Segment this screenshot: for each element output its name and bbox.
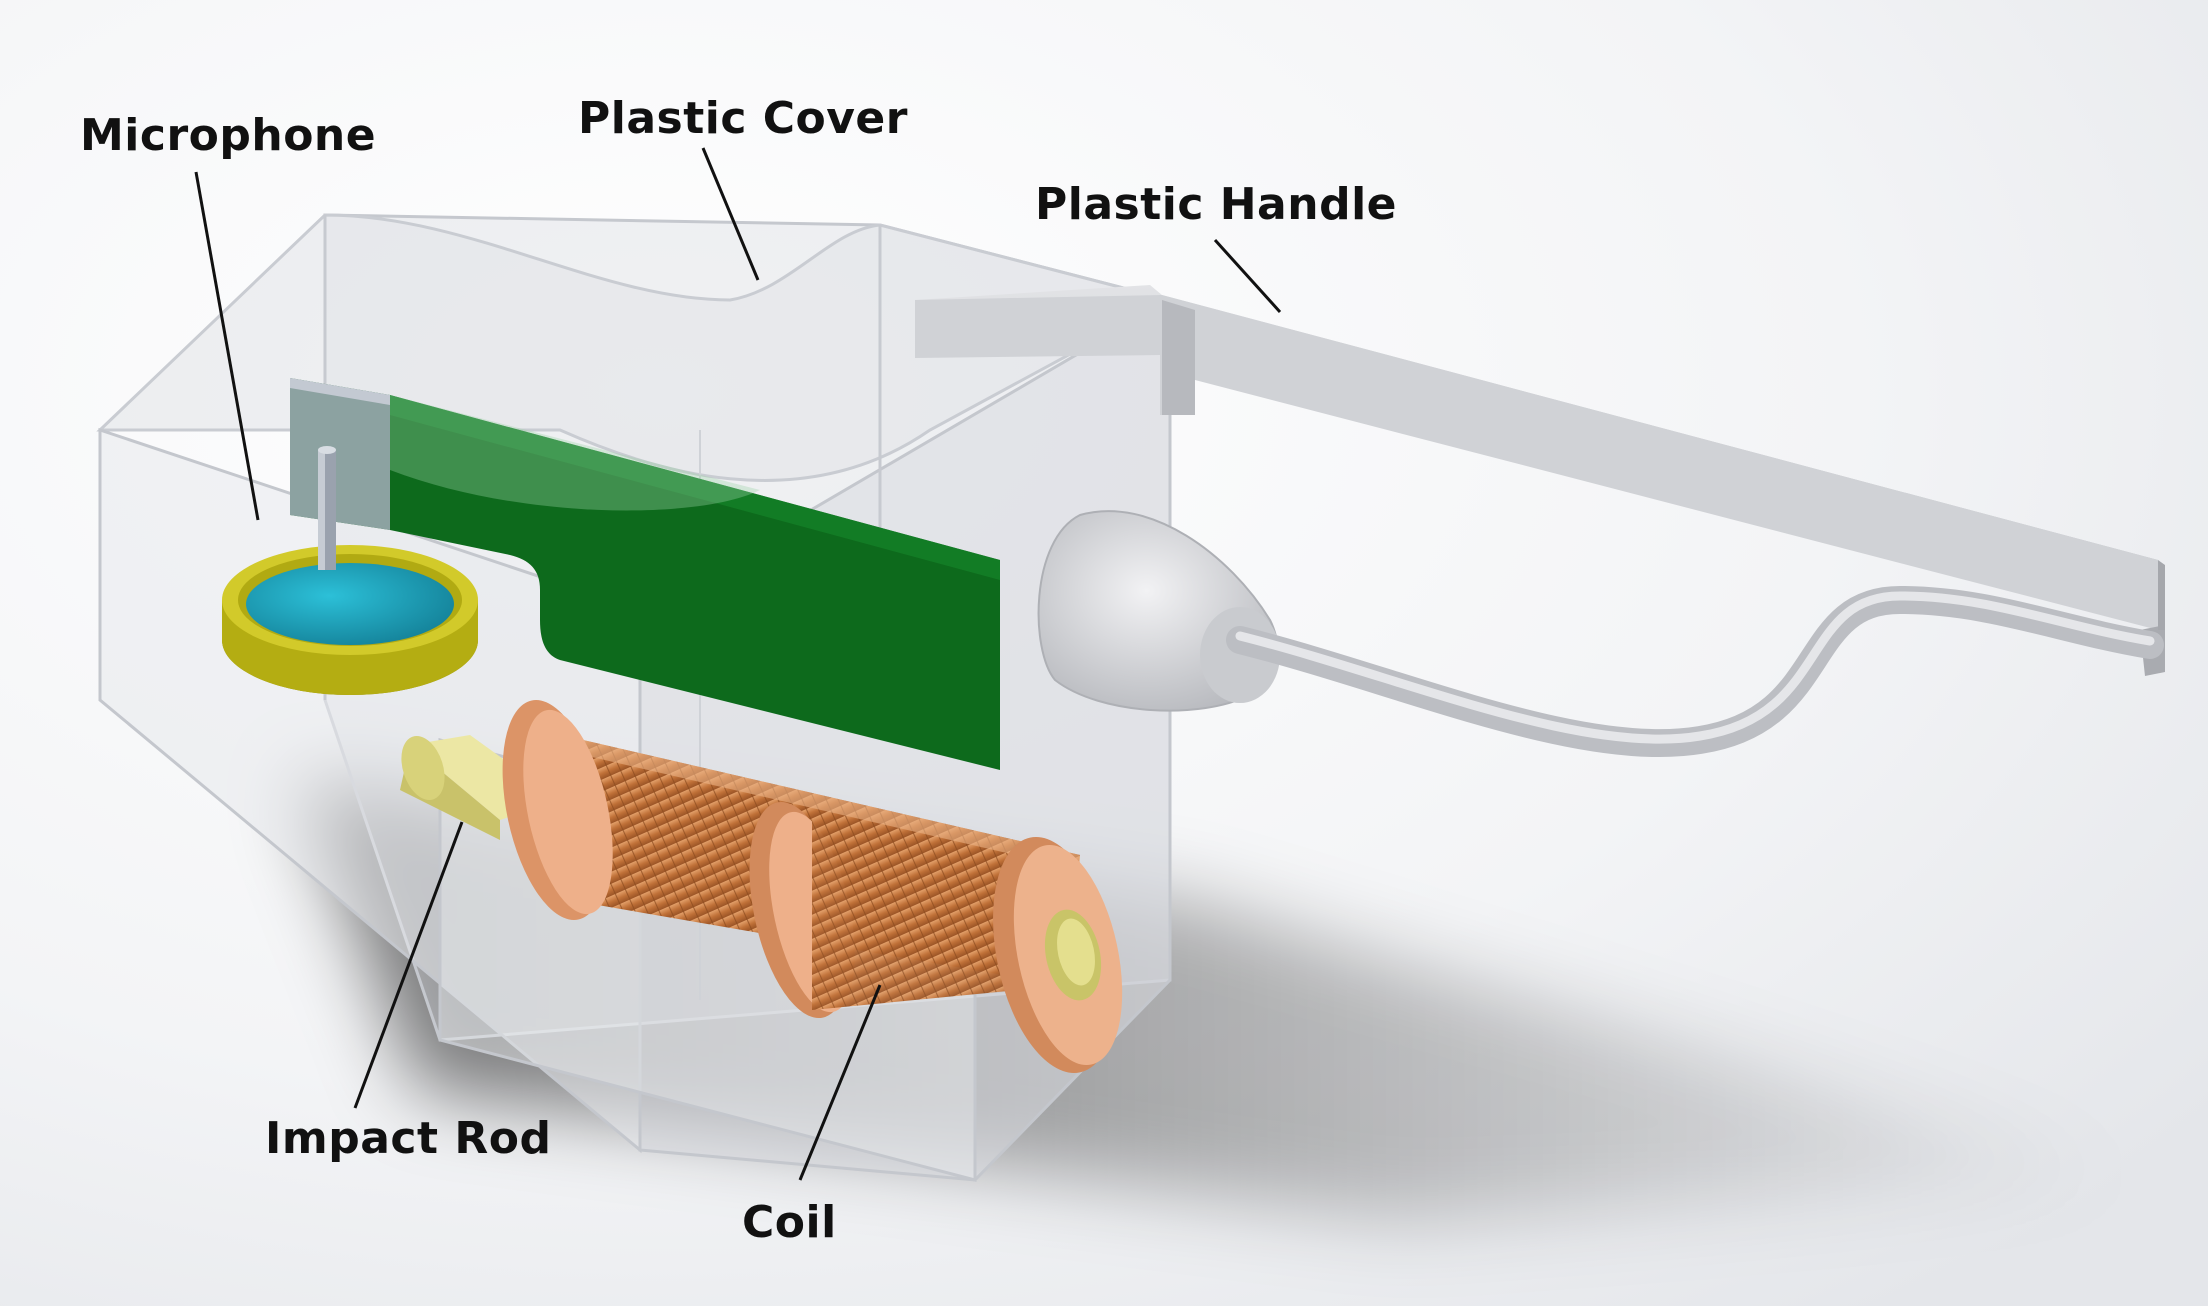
- label-plastic-cover: Plastic Cover: [578, 93, 908, 144]
- microphone: [222, 446, 478, 695]
- leader-impact-rod: [353, 821, 464, 1109]
- leader-plastic-cover: [701, 147, 760, 281]
- label-coil: Coil: [742, 1197, 837, 1248]
- label-impact-rod: Impact Rod: [265, 1113, 552, 1164]
- coil: [502, 699, 1123, 1073]
- leader-lines: [194, 147, 1282, 1181]
- leader-coil: [798, 984, 882, 1181]
- leader-microphone: [194, 171, 260, 521]
- plastic-handle: [915, 285, 2165, 676]
- cable-gland: [1037, 510, 2164, 758]
- label-microphone: Microphone: [80, 110, 377, 161]
- circuit-board: [290, 378, 1000, 770]
- leader-plastic-handle: [1213, 238, 1282, 314]
- label-plastic-handle: Plastic Handle: [1035, 179, 1397, 230]
